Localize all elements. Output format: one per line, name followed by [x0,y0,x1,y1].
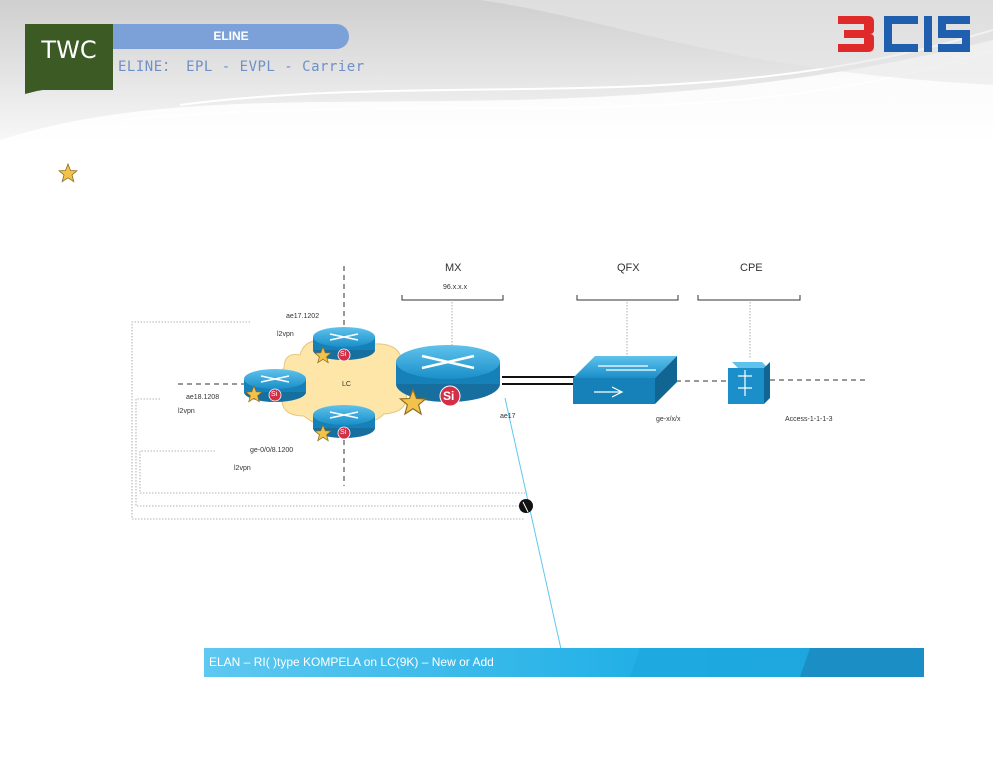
header-background [0,0,993,140]
interface-label: ae18.1208 [186,394,220,401]
router-badge: Si [340,429,347,436]
twc-badge: TWC [25,24,113,90]
lc-label: LC [342,381,351,388]
interface-label: Access-1-1-1-3 [785,416,833,423]
qfx-label: QFX [617,262,640,274]
lc-dashed-lines [178,266,345,486]
l2vpn-label: l2vpn [178,408,195,415]
l2vpn-label: l2vpn [277,331,294,338]
cpe-label: CPE [740,262,763,274]
banner-text: ELAN – RI( )type KOMPELA on LC(9K) – New… [209,655,494,669]
3cis-logo [838,16,970,52]
junction-dot [519,499,533,513]
interface-label: ge-0/0/8.1200 [250,447,294,454]
page-subtitle: ELINE： EPL - EVPL - Carrier [118,59,365,75]
interface-label: ge-x/x/x [656,416,681,423]
mx-address: 96.x.x.x [443,284,468,291]
lc-router-bottom [313,405,375,440]
router-badge: Si [271,391,278,398]
legend-star-icon [58,163,78,183]
l2vpn-label: l2vpn [234,465,251,472]
mx-bracket [401,295,801,301]
lc-router-left [244,369,306,402]
mx-router [396,345,500,407]
router-badge: Si [340,351,347,358]
section-title: ELINE [113,24,349,49]
callout-line [504,397,562,650]
interface-label: ae17 [500,413,516,420]
lc-router-top [313,327,375,362]
mx-label: MX [445,262,462,274]
interface-label: ae17.1202 [286,313,320,320]
qfx-switch [573,356,677,404]
cpe-device [728,362,770,404]
router-badge: Si [443,389,455,403]
twc-badge-ribbon-tail [25,80,113,94]
mx-qfx-link [502,376,575,385]
left-bracket-lines [131,321,525,520]
